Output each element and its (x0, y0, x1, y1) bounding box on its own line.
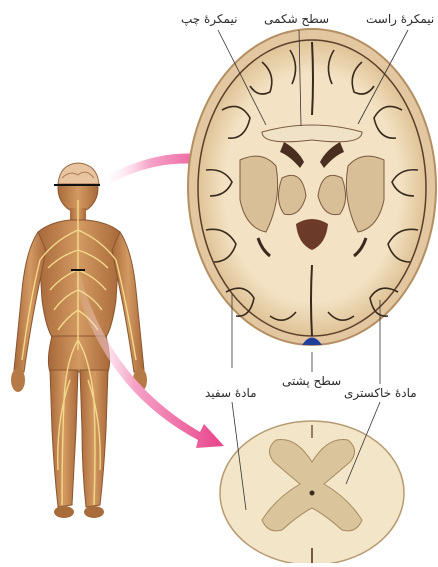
brain-cross-section (188, 29, 436, 384)
label-ventral-surface: سطح شکمی (264, 12, 329, 26)
label-dorsal-surface: سطح پشتی (282, 374, 341, 388)
spinal-cord-cross-section (220, 402, 404, 563)
label-gray-matter: مادهٔ خاکستری (344, 386, 417, 400)
label-white-matter: مادهٔ سفید (205, 386, 257, 400)
human-body-figure (11, 163, 147, 518)
label-left-hemisphere: نیمکرهٔ چپ (181, 12, 237, 26)
label-right-hemisphere: نیمکرهٔ راست (366, 12, 434, 26)
